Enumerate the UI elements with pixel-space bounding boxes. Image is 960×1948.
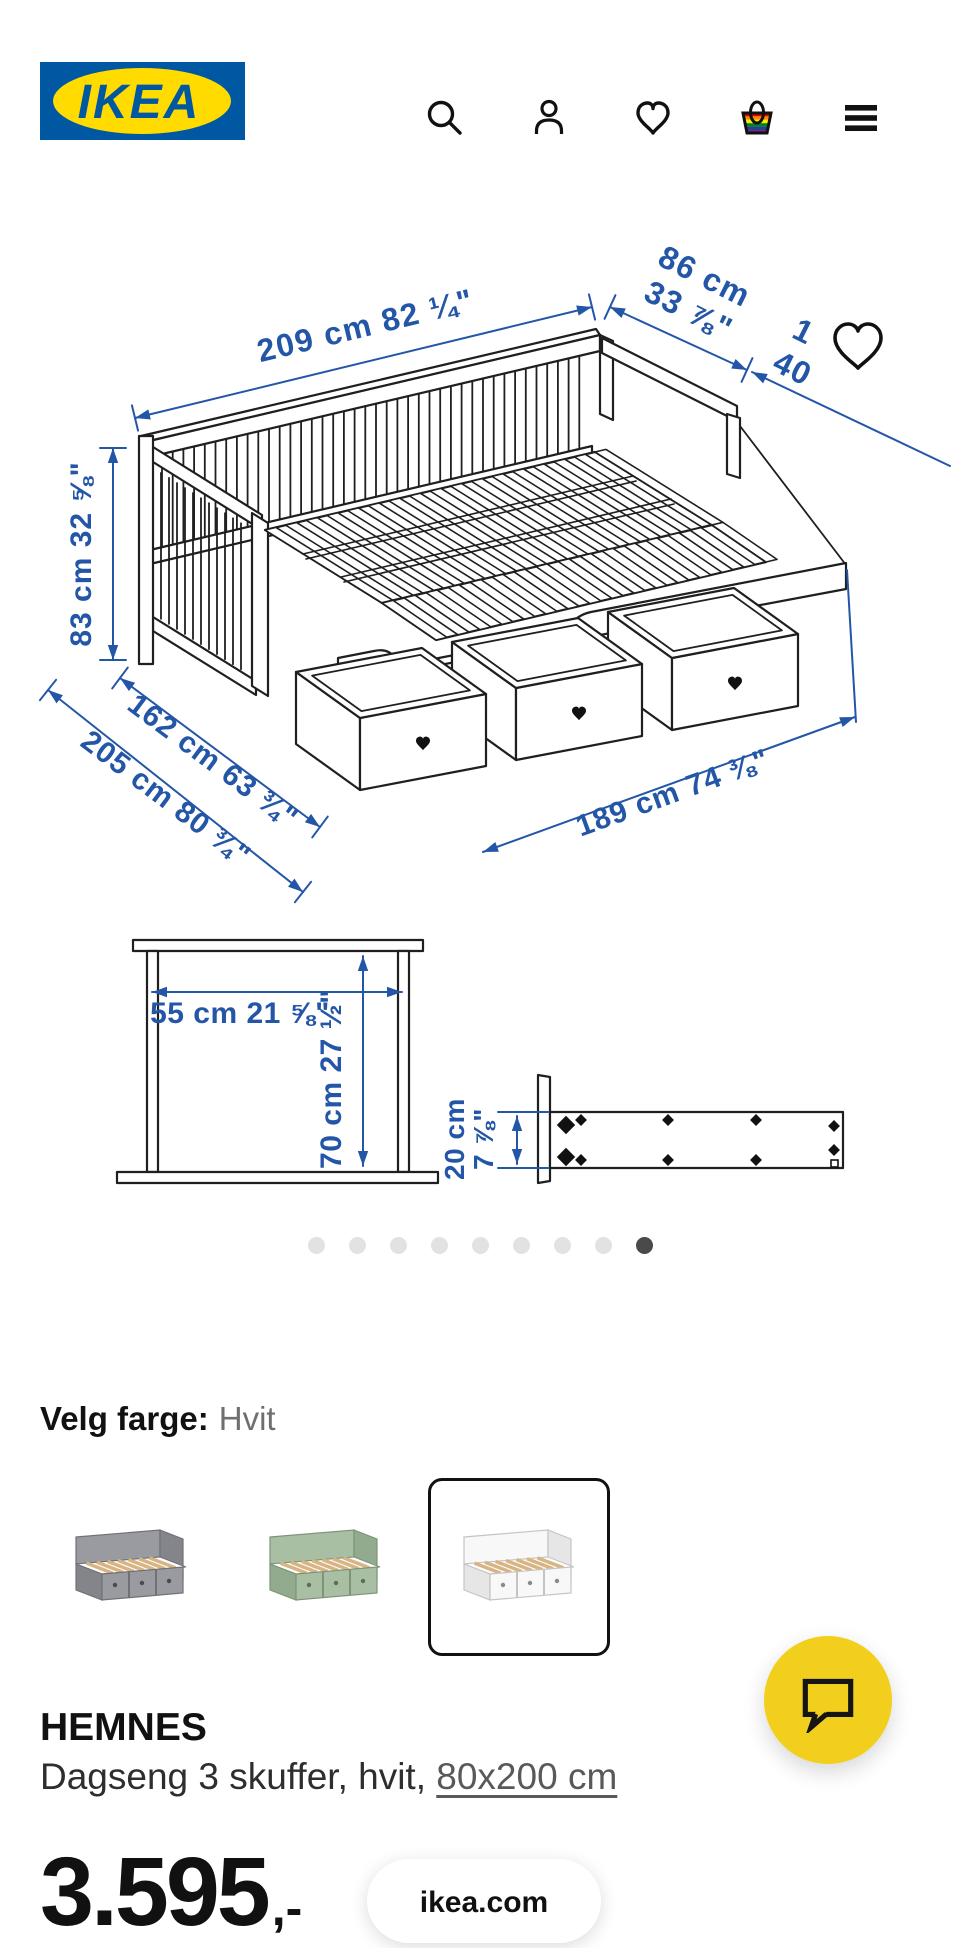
dim-front-width: 55 cm 21 ⅝" bbox=[150, 997, 330, 1030]
dim-length: 209 cm 82 ¼" bbox=[253, 282, 477, 369]
carousel-dots bbox=[0, 1237, 960, 1254]
carousel-dot-9-active[interactable] bbox=[635, 1237, 653, 1254]
header-icons bbox=[423, 96, 883, 140]
mini-bed-green bbox=[269, 1529, 381, 1601]
description-text: Dagseng 3 skuffer, hvit, bbox=[40, 1756, 437, 1797]
dim-height: 83 cm 32 ⅝" bbox=[65, 461, 98, 646]
chat-button[interactable] bbox=[764, 1636, 892, 1764]
image-favorite-heart-icon[interactable] bbox=[833, 322, 883, 370]
carousel-dot-4[interactable] bbox=[430, 1237, 448, 1254]
carousel-dot-2[interactable] bbox=[348, 1237, 366, 1254]
product-price: 3.595,- bbox=[40, 1836, 302, 1948]
dim-clipped-2: 40 bbox=[768, 343, 819, 392]
carousel-dot-6[interactable] bbox=[512, 1237, 530, 1254]
carousel-dot-3[interactable] bbox=[389, 1237, 407, 1254]
carousel-dot-1[interactable] bbox=[307, 1237, 325, 1254]
browser-url-pill[interactable]: ikea.com bbox=[367, 1859, 601, 1943]
ikea-logo-svg: IKEA ® bbox=[40, 62, 245, 140]
menu-icon bbox=[845, 105, 877, 131]
mini-bed-white bbox=[463, 1529, 575, 1601]
dim-front-length: 189 cm 74 ⅜" bbox=[572, 743, 774, 843]
shopping-bag-icon bbox=[741, 100, 773, 135]
menu-button[interactable] bbox=[839, 96, 883, 140]
color-swatch-white-selected[interactable] bbox=[428, 1478, 610, 1656]
color-swatch-gray[interactable] bbox=[40, 1478, 222, 1656]
cart-button[interactable] bbox=[735, 96, 779, 140]
carousel-dot-8[interactable] bbox=[594, 1237, 612, 1254]
price-suffix: ,- bbox=[271, 1880, 303, 1936]
mini-bed-gray bbox=[75, 1529, 187, 1601]
dim-drawer-height-1: 20 cm bbox=[439, 1098, 470, 1180]
favorites-heart-icon bbox=[636, 101, 670, 135]
color-selected-value: Hvit bbox=[218, 1400, 276, 1437]
dim-clipped-1: 1 bbox=[787, 311, 820, 352]
carousel-dot-7[interactable] bbox=[553, 1237, 571, 1254]
profile-button[interactable] bbox=[527, 96, 571, 140]
price-main: 3.595 bbox=[40, 1837, 271, 1946]
profile-icon bbox=[534, 99, 564, 134]
search-button[interactable] bbox=[423, 96, 467, 140]
product-brand: HEMNES bbox=[40, 1706, 207, 1749]
favorites-button[interactable] bbox=[631, 96, 675, 140]
registered-mark: ® bbox=[214, 71, 225, 88]
size-link[interactable]: 80x200 cm bbox=[436, 1756, 618, 1797]
color-label-text: Velg farge: bbox=[40, 1400, 209, 1437]
product-description: Dagseng 3 skuffer, hvit, 80x200 cm bbox=[40, 1756, 617, 1798]
dim-front-height: 70 cm 27 ½" bbox=[315, 989, 348, 1169]
ikea-logo[interactable]: IKEA ® bbox=[40, 62, 245, 140]
url-text: ikea.com bbox=[419, 1886, 549, 1919]
color-swatch-green[interactable] bbox=[234, 1478, 416, 1656]
color-picker-label: Velg farge:Hvit bbox=[40, 1400, 276, 1438]
search-icon bbox=[427, 100, 462, 135]
dim-drawer-height-2: 7 ⅞" bbox=[468, 1108, 499, 1170]
ikea-logo-text: IKEA bbox=[78, 76, 201, 129]
carousel-dot-5[interactable] bbox=[471, 1237, 489, 1254]
speech-bubble-icon bbox=[802, 1678, 854, 1733]
color-swatches bbox=[40, 1478, 610, 1656]
